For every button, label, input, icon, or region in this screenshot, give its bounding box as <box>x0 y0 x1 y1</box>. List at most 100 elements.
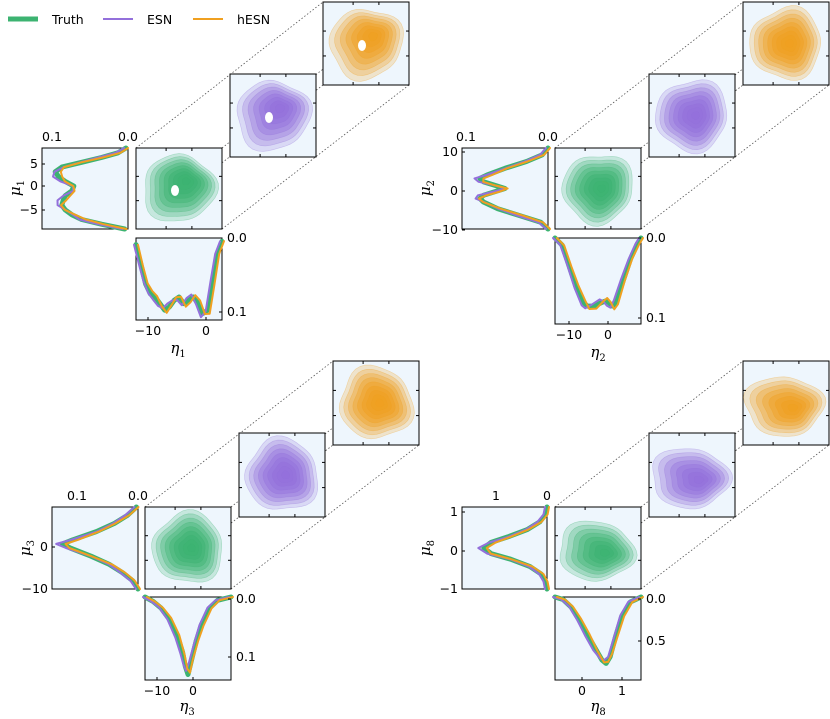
joint-pdf-contours-esn <box>244 435 318 510</box>
tick-label: −5 <box>20 202 38 217</box>
joint-pdf-contours-esn <box>654 79 728 155</box>
y-axis-subscript: 2 <box>426 180 437 186</box>
tick-label: 0.0 <box>538 129 558 144</box>
tick-label: 0.0 <box>646 230 666 245</box>
legend-label-esn: ESN <box>147 12 172 27</box>
y-axis-symbol: μ <box>6 186 24 196</box>
legend-label-hesn: hESN <box>237 12 270 27</box>
tick-label: 0.1 <box>227 304 247 319</box>
projection-line <box>230 444 420 590</box>
tick-label: 0.0 <box>646 591 666 606</box>
joint-pdf-contours-truth <box>151 509 223 583</box>
tick-label: 0 <box>202 323 210 338</box>
contour-level <box>187 543 196 553</box>
hesn-curve <box>485 506 550 590</box>
y-axis-label: μ8 <box>416 540 437 556</box>
contour-level <box>281 470 290 480</box>
esn-curve <box>55 506 137 590</box>
projection-line <box>640 84 830 230</box>
tick-label: 1 <box>618 683 626 698</box>
projection-line <box>221 84 410 230</box>
x-axis-symbol: η <box>590 697 599 715</box>
density-hole <box>358 40 366 51</box>
tick-label: 0.1 <box>42 129 62 144</box>
joint-pdf-contours-truth <box>559 520 638 582</box>
hesn-curve <box>556 596 644 664</box>
y-axis-label: μ1 <box>6 180 27 196</box>
joint-ticks <box>743 2 829 85</box>
tick-label: 0 <box>189 683 197 698</box>
joint-pdf-contours-esn <box>652 448 734 510</box>
tick-label: 10 <box>442 144 458 159</box>
joint-ticks <box>145 507 231 589</box>
joint-ticks <box>333 361 419 445</box>
esn-curve <box>552 237 640 310</box>
contour-level <box>600 548 611 557</box>
joint-ticks <box>555 148 641 229</box>
bottom-marginal-curves <box>552 594 644 666</box>
contour-level <box>597 184 606 193</box>
tick-label: −10 <box>556 327 582 342</box>
legend: Truth ESN hESN <box>8 12 270 27</box>
y-axis-label: μ2 <box>416 180 437 196</box>
tick-label: 0 <box>450 543 458 558</box>
density-hole <box>171 185 179 196</box>
tick-label: 1 <box>492 488 500 503</box>
contour-level <box>275 103 286 114</box>
contour-level <box>182 177 191 186</box>
hesn-curve <box>64 506 141 590</box>
tick-label: −10 <box>432 222 458 237</box>
tick-label: 0 <box>578 683 586 698</box>
y-axis-symbol: μ <box>16 546 34 556</box>
left-marginal-curves <box>52 145 130 232</box>
joint-ticks <box>649 74 735 157</box>
joint-pdf-contours-truth <box>561 156 633 227</box>
density-hole <box>265 112 273 123</box>
joint-pdf-truth <box>144 506 232 590</box>
x-axis-label: η3 <box>179 697 194 718</box>
y-axis-subscript: 8 <box>426 540 437 546</box>
tick-label: 1 <box>450 504 458 519</box>
x-axis-subscript: 2 <box>599 353 605 364</box>
tick-label: 0.0 <box>236 591 256 606</box>
esn-curve <box>552 596 640 662</box>
joint-ticks <box>136 148 222 229</box>
y-axis-subscript: 3 <box>26 540 37 546</box>
tick-label: 0 <box>543 488 551 503</box>
x-axis-label: η8 <box>590 697 605 718</box>
left-marginal-curves <box>477 504 550 592</box>
joint-ticks <box>323 2 409 85</box>
x-axis-symbol: η <box>170 339 179 357</box>
y-axis-subscript: 1 <box>16 180 27 186</box>
bottom-marginal-curves <box>133 238 225 319</box>
tick-label: 0.1 <box>646 310 666 325</box>
bottom-marginal-curves <box>552 235 644 311</box>
tick-label: −10 <box>135 323 161 338</box>
esn-curve <box>133 240 221 319</box>
joint-ticks <box>743 361 829 445</box>
left-marginal-frame <box>461 506 548 590</box>
contour-level <box>693 475 705 484</box>
x-axis-subscript: 1 <box>179 349 185 360</box>
y-axis-label: μ3 <box>16 540 37 556</box>
x-axis-symbol: η <box>179 697 188 715</box>
hesn-curve <box>59 147 130 230</box>
joint-ticks <box>239 433 325 517</box>
x-axis-subscript: 3 <box>188 707 194 718</box>
x-axis-subscript: 8 <box>599 707 605 718</box>
tick-label: −10 <box>144 683 170 698</box>
joint-pdf-contours-hesn <box>328 9 404 82</box>
joint-ticks <box>555 507 641 589</box>
y-axis-symbol: μ <box>416 546 434 556</box>
projection-line <box>135 1 324 149</box>
joint-ticks <box>230 74 316 157</box>
hesn-curve <box>137 240 225 315</box>
legend-label-truth: Truth <box>51 12 84 27</box>
tick-label: 0.0 <box>118 129 138 144</box>
hesn-curve <box>556 237 644 311</box>
tick-label: 0 <box>604 327 612 342</box>
tick-label: 0.0 <box>128 488 148 503</box>
